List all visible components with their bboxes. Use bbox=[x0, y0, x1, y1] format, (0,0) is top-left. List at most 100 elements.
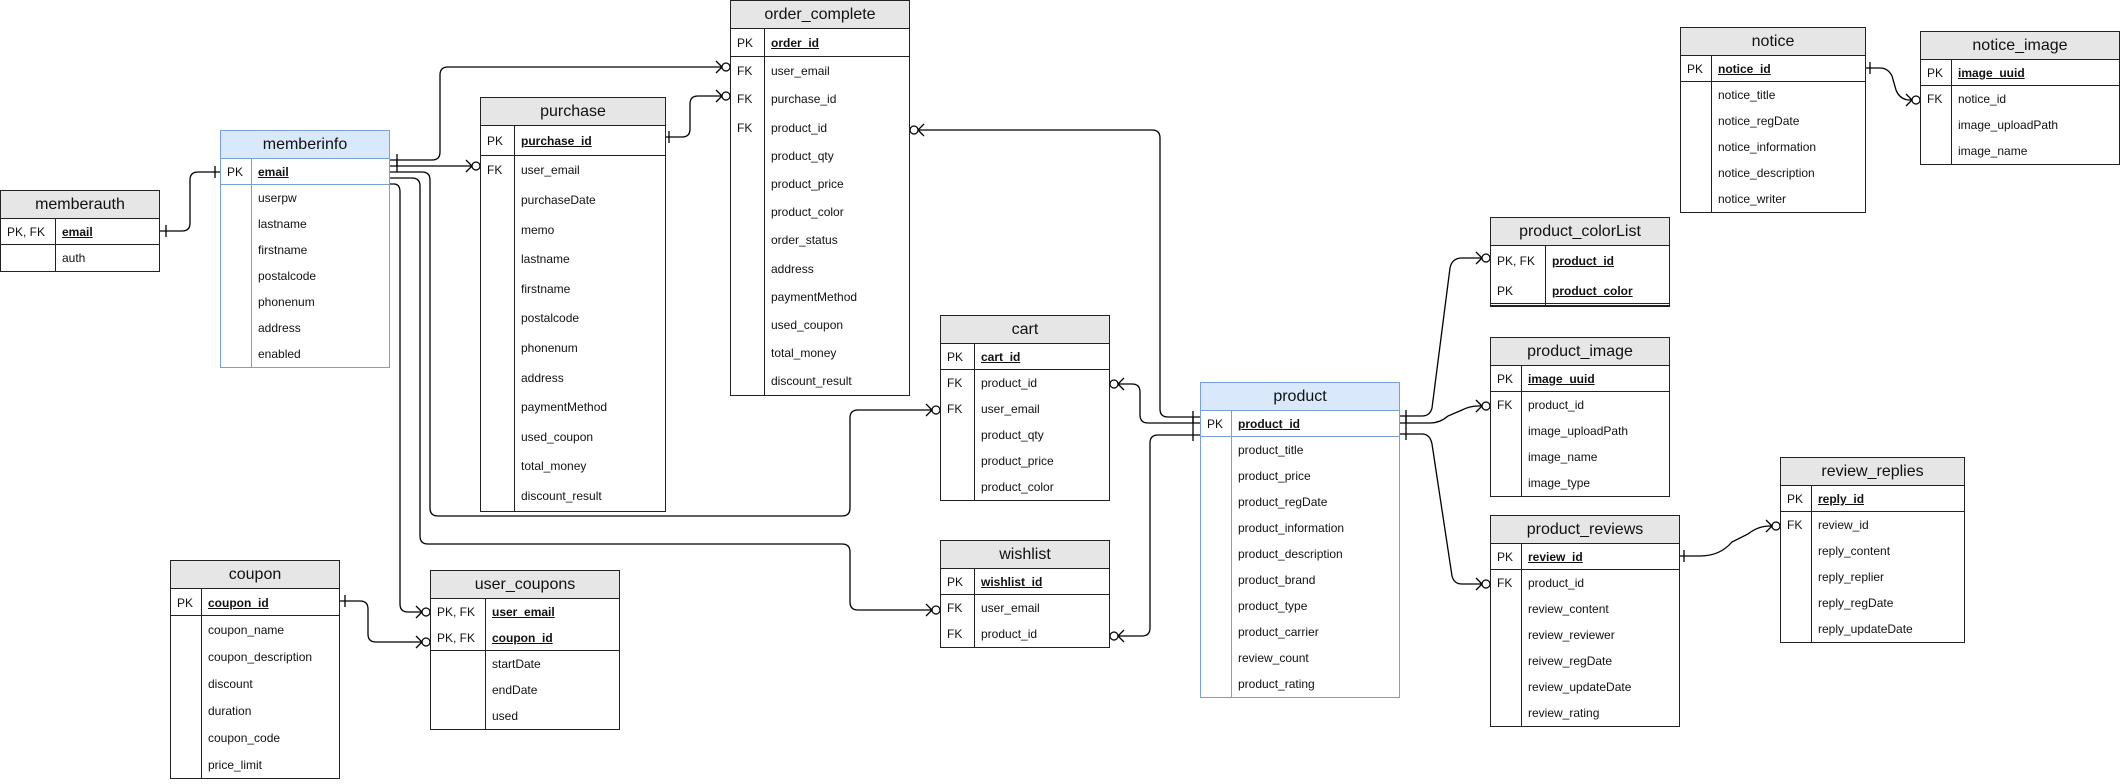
field-row[interactable]: product_carrier bbox=[1201, 619, 1399, 645]
field-row[interactable]: reply_replier bbox=[1781, 564, 1964, 590]
field-row[interactable]: firstname bbox=[221, 237, 389, 263]
field-row[interactable]: product_color bbox=[941, 474, 1109, 500]
field-row[interactable]: lastname bbox=[481, 244, 665, 274]
field-row[interactable]: used_coupon bbox=[731, 310, 909, 340]
field-row[interactable]: startDate bbox=[431, 651, 619, 677]
field-row[interactable]: postalcode bbox=[481, 303, 665, 334]
field-row[interactable]: reply_updateDate bbox=[1781, 616, 1964, 642]
field-row[interactable]: order_status bbox=[731, 226, 909, 255]
field-row[interactable]: review_content bbox=[1491, 596, 1679, 622]
field-row[interactable]: discount bbox=[171, 670, 339, 697]
field-row[interactable]: address bbox=[481, 362, 665, 393]
field-row[interactable]: product_price bbox=[1201, 463, 1399, 489]
field-row[interactable]: coupon_description bbox=[171, 643, 339, 670]
field-row[interactable]: product_description bbox=[1201, 541, 1399, 567]
field-row[interactable]: purchaseDate bbox=[481, 185, 665, 215]
field-row[interactable]: duration bbox=[171, 697, 339, 724]
field-row[interactable]: enabled bbox=[221, 341, 389, 367]
field-row[interactable]: image_name bbox=[1491, 444, 1669, 470]
field-row[interactable]: review_rating bbox=[1491, 700, 1679, 726]
field-row[interactable]: total_money bbox=[481, 451, 665, 482]
field-row[interactable]: image_type bbox=[1491, 470, 1669, 496]
field-row[interactable]: reivew_regDate bbox=[1491, 648, 1679, 674]
field-row[interactable]: image_name bbox=[1921, 138, 2119, 164]
field-row[interactable]: notice_writer bbox=[1681, 186, 1865, 212]
field-row[interactable]: paymentMethod bbox=[731, 282, 909, 311]
field-row[interactable]: notice_description bbox=[1681, 160, 1865, 186]
field-row[interactable]: memo bbox=[481, 214, 665, 245]
field-row[interactable]: address bbox=[221, 315, 389, 341]
field-row[interactable]: postalcode bbox=[221, 263, 389, 289]
field-row[interactable]: product_qty bbox=[941, 422, 1109, 448]
field-row[interactable]: price_limit bbox=[171, 751, 339, 778]
field-row[interactable]: product_regDate bbox=[1201, 489, 1399, 515]
field-row[interactable]: product_color bbox=[731, 198, 909, 227]
field-row[interactable]: userpw bbox=[221, 185, 389, 211]
field-row[interactable]: product_brand bbox=[1201, 567, 1399, 593]
field-row[interactable]: review_reviewer bbox=[1491, 622, 1679, 648]
field-row[interactable]: coupon_name bbox=[171, 616, 339, 643]
field-row[interactable]: auth bbox=[1, 245, 159, 271]
field-row[interactable]: endDate bbox=[431, 677, 619, 703]
field-row[interactable]: phonenum bbox=[221, 289, 389, 315]
field-row[interactable]: image_uploadPath bbox=[1921, 112, 2119, 138]
field-row[interactable]: product_qty bbox=[731, 141, 909, 170]
field-row[interactable]: used_coupon bbox=[481, 421, 665, 452]
field-row[interactable]: notice_information bbox=[1681, 134, 1865, 160]
field-row[interactable]: firstname bbox=[481, 273, 665, 304]
field-row[interactable]: coupon_code bbox=[171, 724, 339, 751]
field-row[interactable]: lastname bbox=[221, 211, 389, 237]
field-row[interactable]: used bbox=[431, 703, 619, 729]
field-row[interactable]: total_money bbox=[731, 339, 909, 368]
field-row[interactable]: product_price bbox=[731, 169, 909, 199]
field-row[interactable]: discount_result bbox=[731, 367, 909, 396]
field-row[interactable]: product_title bbox=[1201, 437, 1399, 463]
field-row[interactable]: paymentMethod bbox=[481, 392, 665, 422]
field-row[interactable]: image_uploadPath bbox=[1491, 418, 1669, 444]
field-row[interactable]: product_price bbox=[941, 448, 1109, 474]
field-row[interactable]: reply_regDate bbox=[1781, 590, 1964, 616]
field-row[interactable]: product_information bbox=[1201, 515, 1399, 541]
field-row[interactable]: discount_result bbox=[481, 481, 665, 511]
field-row[interactable]: reply_content bbox=[1781, 538, 1964, 564]
field-row[interactable]: product_rating bbox=[1201, 671, 1399, 697]
field-row[interactable]: notice_regDate bbox=[1681, 108, 1865, 134]
